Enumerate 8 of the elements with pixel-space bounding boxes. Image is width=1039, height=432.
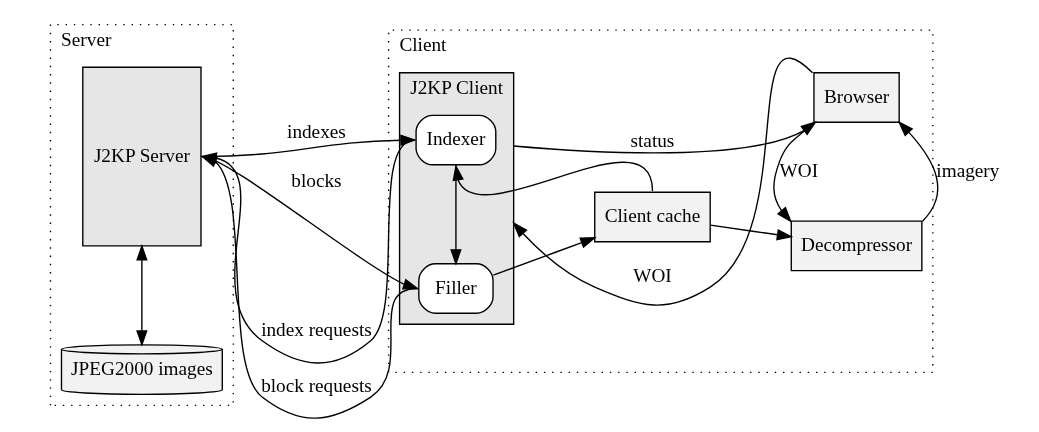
edge-label: status: [630, 130, 675, 152]
edge-label: index requests: [261, 318, 372, 340]
edge-label: indexes: [287, 120, 346, 142]
edge-label: WOI: [633, 264, 672, 286]
edge-label: blocks: [291, 170, 342, 192]
edge-label: WOI: [779, 159, 819, 181]
edge-label: block requests: [261, 374, 372, 396]
edge-label: imagery: [936, 159, 1000, 181]
